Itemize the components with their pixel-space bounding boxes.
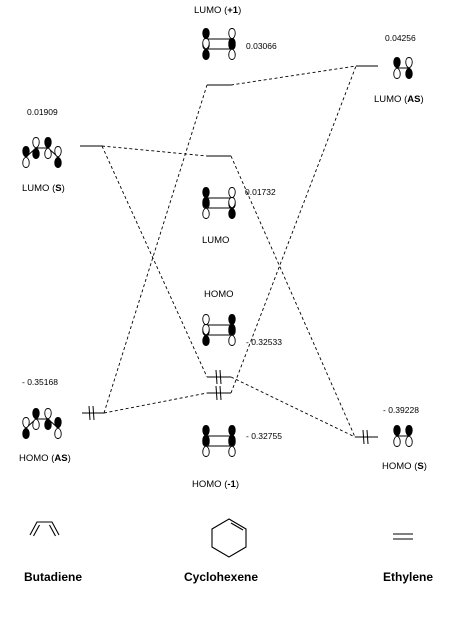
correlation-line xyxy=(101,145,208,378)
ethylene-lumo-label: LUMO (AS) xyxy=(374,94,424,105)
cyclohexene-structure-icon xyxy=(211,518,247,558)
correlation-line xyxy=(230,65,357,394)
butadiene-name: Butadiene xyxy=(24,570,83,584)
ethylene-homo-orbital xyxy=(393,425,413,447)
cyclohexene-homo-energy: - 0.32533 xyxy=(246,337,282,347)
electron-pair-cyclohexene-homo-minus1 xyxy=(215,385,222,401)
correlation-line xyxy=(103,84,208,414)
ethylene-lumo-energy: 0.04256 xyxy=(385,33,416,43)
butadiene-lumo-energy: 0.01909 xyxy=(27,107,58,117)
ethylene-structure-icon xyxy=(393,533,413,540)
correlation-line xyxy=(230,65,357,86)
cyclohexene-lumo-plus1-orbital xyxy=(202,28,236,60)
cyclohexene-lumo-plus1-energy: 0.03066 xyxy=(246,41,277,51)
butadiene-structure-icon xyxy=(29,521,60,537)
cyclohexene-lumo-energy: 0.01732 xyxy=(245,187,276,197)
cyclohexene-homo-minus1-orbital xyxy=(202,425,236,457)
cyclohexene-name: Cyclohexene xyxy=(184,570,259,584)
cyclohexene-homo-minus1-energy: - 0.32755 xyxy=(246,431,282,441)
correlation-line xyxy=(103,392,208,414)
orbital-drawings xyxy=(22,28,413,457)
electron-pair-cyclohexene-homo xyxy=(215,369,222,385)
butadiene-lumo-label: LUMO (S) xyxy=(22,183,65,194)
ethylene-name: Ethylene xyxy=(383,570,434,584)
butadiene-homo-label: HOMO (AS) xyxy=(19,453,71,464)
butadiene-homo-energy: - 0.35168 xyxy=(22,377,58,387)
butadiene-lumo-orbital xyxy=(22,137,62,168)
ethylene-lumo-orbital xyxy=(393,57,413,79)
correlation-line xyxy=(230,376,356,438)
correlation-line xyxy=(230,155,356,438)
cyclohexene-lumo-orbital xyxy=(202,187,236,219)
correlation-line xyxy=(101,145,208,157)
butadiene-homo-orbital xyxy=(22,408,62,439)
cyclohexene-lumo-label: LUMO xyxy=(202,235,230,246)
cyclohexene-homo-orbital xyxy=(202,314,236,346)
ethylene-homo-label: HOMO (S) xyxy=(382,461,427,472)
cyclohexene-homo-minus1-label: HOMO (-1) xyxy=(192,479,239,490)
electron-pair-ethylene-homo xyxy=(362,429,369,445)
electron-pair-butadiene-homo xyxy=(88,405,95,421)
cyclohexene-lumo-plus1-label: LUMO (+1) xyxy=(194,5,242,16)
ethylene-homo-energy: - 0.39228 xyxy=(383,405,419,415)
cyclohexene-homo-label: HOMO xyxy=(204,289,234,300)
